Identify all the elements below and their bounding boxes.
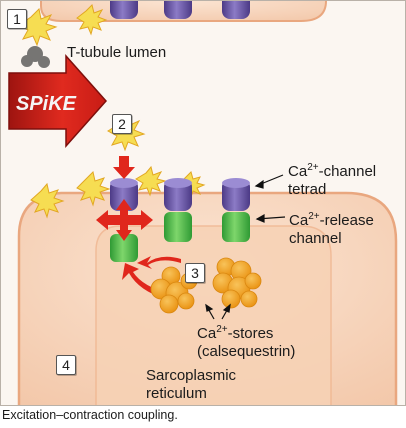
step-box-4: 4: [56, 355, 76, 375]
figure-caption: Excitation–contraction coupling.: [2, 408, 178, 422]
ca-release-channel-label: Ca2+-release channel: [289, 208, 374, 248]
diagram-artwork: SPiKE: [8, 1, 398, 405]
step-box-1: 1: [7, 9, 27, 29]
ca-channel-tetrad-line2: tetrad: [288, 181, 327, 198]
ca-release-channel-line1: Ca2+-release: [289, 211, 374, 229]
ca-stores-label: Ca2+-stores (calsequestrin): [197, 321, 295, 361]
sarcoplasmic-reticulum-label: Sarcoplasmic reticulum: [146, 367, 236, 403]
upper-tetrads: [110, 1, 250, 19]
sarcoplasmic-reticulum-line1: Sarcoplasmic: [146, 367, 237, 384]
spike-label: SPiKE: [16, 93, 77, 115]
t-tubule-lumen-label: T-tubule lumen: [67, 44, 167, 61]
ca-release-channel-line2: channel: [289, 230, 342, 247]
ca-release-channels: [110, 212, 250, 262]
step-box-3: 3: [185, 263, 205, 283]
sarcoplasmic-reticulum-region: [95, 225, 332, 405]
calsequestrin-stores: [150, 257, 262, 314]
ca-channel-tetrad-label: Ca2+-channel tetrad: [288, 159, 376, 199]
smoke-puff: [21, 46, 50, 68]
spike-arrow: SPiKE: [8, 54, 108, 148]
ca-channel-tetrads: [110, 178, 250, 211]
pointer-lines: [205, 174, 286, 320]
sarcoplasmic-reticulum-line2: reticulum: [146, 385, 207, 402]
ca-channel-tetrad-line1: Ca2+-channel: [288, 162, 377, 180]
ca-stores-line2: (calsequestrin): [197, 343, 296, 360]
ca-stores-line1: Ca2+-stores: [197, 324, 274, 342]
ec-coupling-diagram: SPiKE: [0, 0, 406, 406]
step-box-2: 2: [112, 114, 132, 134]
